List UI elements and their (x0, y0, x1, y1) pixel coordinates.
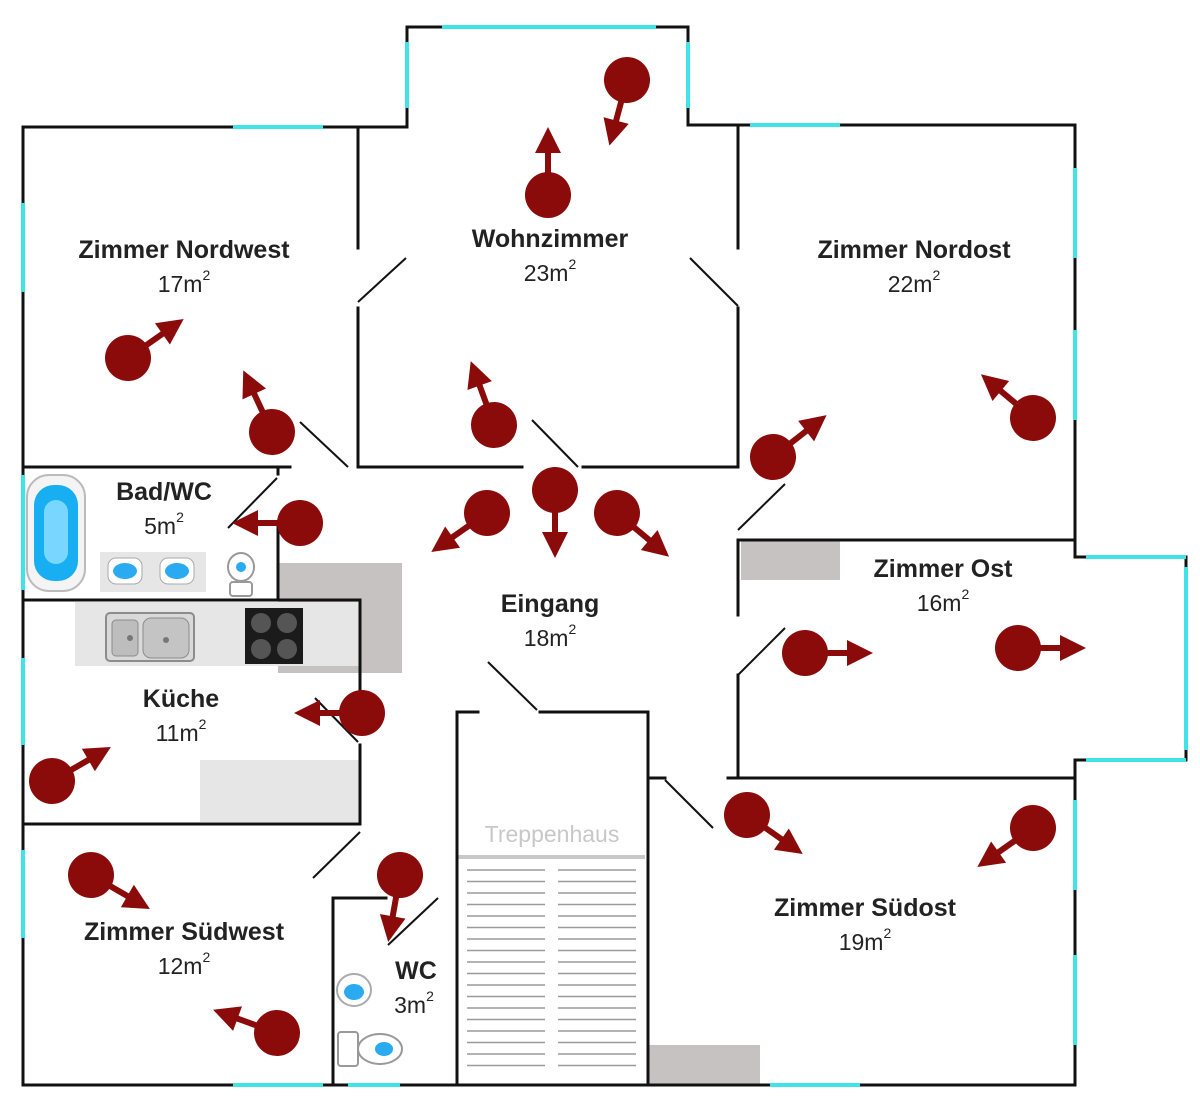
room-labels: Zimmer Nordwest 17m2 Wohnzimmer 23m2 Zim… (78, 225, 1013, 1018)
room-area-bad: 5m2 (144, 509, 184, 539)
sink-icon (107, 557, 195, 585)
toilet-icon (227, 552, 255, 597)
staircase (458, 855, 645, 1067)
stove-icon (245, 608, 303, 664)
camera-viewpoint-icon[interactable] (418, 481, 519, 571)
room-name-wc: WC (395, 957, 437, 985)
kitchen-counter-lower (200, 760, 360, 822)
room-area-wc: 3m2 (394, 988, 434, 1018)
camera-viewpoint-icon[interactable] (525, 127, 571, 218)
room-area-nordost: 22m2 (888, 267, 941, 297)
camera-viewpoint-icon[interactable] (294, 690, 385, 736)
viewpoint-markers (21, 52, 1086, 1062)
camera-viewpoint-icon[interactable] (715, 783, 816, 873)
bathtub-icon (26, 474, 86, 592)
room-name-bad: Bad/WC (116, 478, 212, 506)
camera-viewpoint-icon[interactable] (532, 467, 578, 558)
camera-viewpoint-icon[interactable] (449, 353, 523, 454)
floor-block-suedost (648, 1045, 760, 1085)
room-name-eingang: Eingang (501, 590, 600, 618)
stairs-label: Treppenhaus (485, 821, 620, 847)
camera-viewpoint-icon[interactable] (60, 844, 162, 929)
room-area-eingang: 18m2 (524, 621, 577, 651)
room-name-nordwest: Zimmer Nordwest (78, 236, 290, 264)
camera-viewpoint-icon[interactable] (782, 630, 873, 676)
camera-viewpoint-icon[interactable] (585, 481, 684, 575)
floor-block-ost (741, 540, 840, 580)
room-name-suedwest: Zimmer Südwest (84, 918, 285, 946)
room-area-suedost: 19m2 (839, 925, 892, 955)
wc-sink-icon (336, 973, 372, 1007)
room-name-ost: Zimmer Ost (874, 555, 1014, 583)
camera-viewpoint-icon[interactable] (232, 500, 323, 546)
room-name-kueche: Küche (143, 685, 220, 713)
room-area-suedwest: 12m2 (158, 949, 211, 979)
camera-viewpoint-icon[interactable] (205, 988, 306, 1062)
windows (21, 25, 1188, 1087)
kitchen-sink-icon (105, 612, 195, 662)
wc-toilet-icon (337, 1031, 403, 1067)
camera-viewpoint-icon[interactable] (995, 625, 1086, 671)
room-area-ost: 16m2 (917, 586, 970, 616)
camera-viewpoint-icon[interactable] (964, 796, 1065, 886)
camera-viewpoint-icon[interactable] (21, 727, 123, 812)
camera-viewpoint-icon[interactable] (966, 357, 1065, 451)
camera-viewpoint-icon[interactable] (587, 52, 655, 152)
room-name-nordost: Zimmer Nordost (817, 236, 1011, 264)
walls (21, 25, 1188, 1087)
camera-viewpoint-icon[interactable] (741, 397, 841, 489)
room-name-suedost: Zimmer Südost (774, 894, 957, 922)
room-area-wohnzimmer: 23m2 (524, 256, 577, 286)
room-area-kueche: 11m2 (156, 716, 207, 746)
room-name-wohnzimmer: Wohnzimmer (472, 225, 629, 253)
room-area-nordwest: 17m2 (158, 267, 211, 297)
camera-viewpoint-icon[interactable] (96, 300, 197, 390)
camera-viewpoint-icon[interactable] (366, 848, 427, 946)
camera-viewpoint-icon[interactable] (222, 361, 302, 463)
